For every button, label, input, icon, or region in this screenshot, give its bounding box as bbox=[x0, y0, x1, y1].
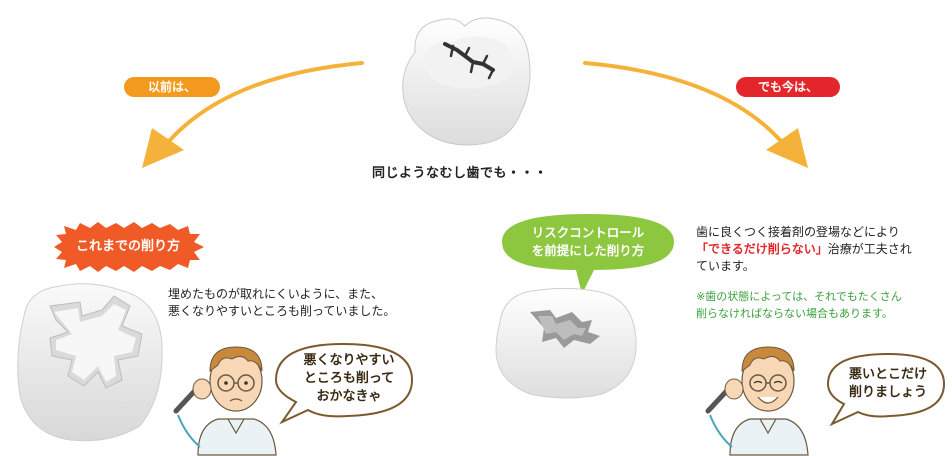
right-speech-text: 悪いとこだけ 削りましょう bbox=[834, 366, 942, 402]
left-speech-line: 悪くなりやすい bbox=[303, 353, 395, 368]
dentist-smiling-illustration bbox=[705, 346, 809, 456]
right-speech-line: 削りましょう bbox=[848, 385, 927, 400]
green-callout-shape bbox=[502, 214, 674, 294]
left-speech-line: おかなきゃ bbox=[316, 389, 382, 404]
now-description-line: 「できるだけ削らない」治療が工夫され bbox=[696, 241, 946, 258]
highlight-trailing: 治療が工夫され bbox=[827, 242, 912, 256]
left-speech-line: ところも削って bbox=[303, 371, 395, 386]
minimally-drilled-tooth-illustration bbox=[495, 287, 637, 399]
burst-badge-shape bbox=[54, 222, 204, 272]
right-speech-line: 悪いとこだけ bbox=[848, 367, 927, 382]
green-callout-line: リスクコントロール bbox=[531, 225, 645, 240]
now-description-line: 歯に良くつく接着剤の登場などにより bbox=[696, 225, 900, 239]
green-callout-line: を前提にした削り方 bbox=[531, 243, 645, 258]
green-callout-label: リスクコントロール を前提にした削り方 bbox=[498, 224, 678, 260]
before-description-line: 悪くなりやすいところも削っていました。 bbox=[168, 304, 396, 318]
left-speech-bubble-shape bbox=[274, 342, 414, 425]
now-description-line: ています。 bbox=[696, 259, 755, 273]
before-description-line: 埋めたものが取れにくいように、また、 bbox=[168, 287, 384, 301]
burst-badge-label: これまでの削り方 bbox=[75, 239, 180, 254]
now-note: ※歯の状態によっては、それでもたくさん 削らなければならない場合もあります。 bbox=[696, 288, 946, 322]
dentist-worried-illustration bbox=[173, 346, 277, 456]
before-label: 以前は、 bbox=[124, 77, 220, 97]
highlight-phrase: 「できるだけ削らない」 bbox=[696, 242, 828, 256]
now-note-line: ※歯の状態によっては、それでもたくさん bbox=[696, 290, 902, 303]
heavily-drilled-tooth-illustration bbox=[17, 283, 163, 442]
now-label: でも今は、 bbox=[736, 77, 840, 97]
left-speech-text: 悪くなりやすい ところも削って おかなきゃ bbox=[284, 352, 414, 406]
center-caption: 同じようなむし歯でも・・・ bbox=[372, 166, 548, 181]
before-description: 埋めたものが取れにくいように、また、 悪くなりやすいところも削っていました。 bbox=[168, 286, 438, 320]
now-note-line: 削らなければならない場合もあります。 bbox=[696, 307, 893, 320]
decayed-tooth-illustration bbox=[402, 17, 531, 146]
right-speech-bubble-shape bbox=[826, 352, 946, 427]
now-description: 歯に良くつく接着剤の登場などにより 「できるだけ削らない」治療が工夫され ていま… bbox=[696, 224, 946, 275]
